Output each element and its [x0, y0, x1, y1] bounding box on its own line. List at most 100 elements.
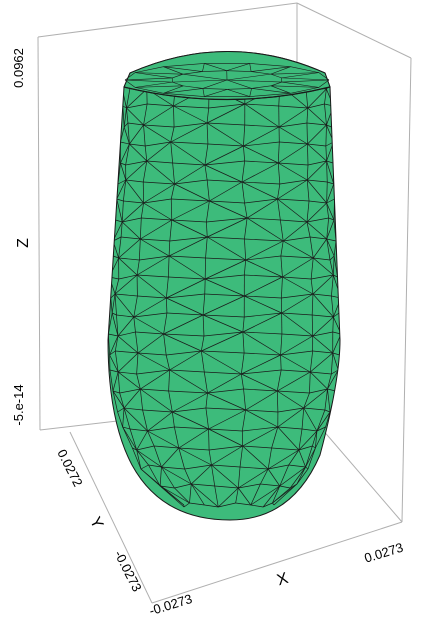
mesh-edge [306, 202, 327, 223]
mesh-edge [270, 72, 319, 75]
mesh-edge [133, 297, 167, 318]
mesh-edge [303, 388, 328, 409]
mesh-top-rim [123, 86, 331, 101]
mesh-edge [125, 143, 130, 166]
mesh-edge [242, 331, 281, 356]
mesh-edge [331, 274, 334, 297]
mesh-edge [174, 179, 208, 185]
mesh-edge [204, 145, 244, 166]
mesh-edge [310, 371, 332, 375]
mesh-edge [170, 141, 206, 166]
mesh-edge [202, 295, 245, 316]
mesh-edge [244, 202, 248, 219]
mesh-edge [267, 447, 272, 470]
mesh-edge [204, 371, 242, 375]
mesh-edge [140, 238, 170, 242]
mesh-edge [163, 63, 205, 68]
mesh-edge [202, 88, 205, 97]
mesh-edge [245, 409, 278, 413]
mesh-edge [298, 428, 303, 451]
mesh-edge [117, 162, 121, 185]
mesh-edge [226, 79, 282, 83]
mesh-edge [279, 219, 284, 242]
mesh-edge [163, 66, 184, 75]
mesh-edge [202, 88, 228, 90]
mesh-edge [136, 373, 141, 390]
mesh-edge [306, 179, 327, 204]
mesh-edge [170, 198, 173, 221]
mesh-edge [281, 293, 314, 314]
mesh-edge [241, 373, 278, 392]
mesh-edge [117, 411, 123, 428]
mesh-edge [307, 103, 325, 109]
mesh-edge [153, 445, 162, 468]
mesh-edge [245, 255, 281, 261]
mesh-edge [312, 350, 333, 354]
mesh-edge [202, 293, 206, 316]
mesh-edge [123, 107, 127, 128]
y-axis-label: Y [86, 514, 106, 532]
mesh-edge [202, 314, 243, 333]
mesh-edge [326, 160, 328, 183]
mesh-edge [209, 181, 243, 202]
mesh-edge [120, 143, 130, 164]
mesh-edge [121, 202, 144, 223]
mesh-edge [251, 66, 291, 72]
mesh-edge [208, 449, 212, 466]
mesh-edge [142, 409, 148, 432]
mesh-edge [145, 141, 171, 147]
mesh-edge [203, 331, 243, 337]
mesh-edge [123, 200, 144, 204]
mesh-edge [137, 333, 164, 354]
mesh-edge [120, 162, 126, 166]
mesh-edge [114, 350, 119, 373]
mesh-edge [163, 333, 167, 356]
mesh-edge [147, 426, 175, 432]
mesh-edge [327, 373, 332, 390]
mesh-edge [326, 183, 335, 204]
mesh-edge [122, 426, 133, 449]
mesh-edge [270, 81, 282, 87]
mesh-edge [112, 390, 118, 413]
mesh-edge [140, 202, 144, 219]
mesh-edge [250, 504, 264, 508]
mesh-edge [170, 141, 173, 164]
mesh-edge [126, 103, 148, 109]
mesh-edge [121, 236, 141, 240]
mesh-edge [268, 464, 289, 470]
mesh-edge [329, 255, 335, 261]
mesh-edge [307, 143, 327, 162]
mesh-edge [243, 124, 246, 147]
mesh-edge [205, 259, 246, 280]
mesh-edge [277, 198, 310, 202]
mesh-edge [306, 221, 327, 240]
mesh-edge [125, 160, 148, 181]
mesh-edge [184, 468, 192, 485]
mesh-edge [119, 392, 125, 409]
mesh-edge [245, 409, 278, 428]
mesh-edge [172, 162, 175, 185]
mesh-edge [312, 293, 334, 318]
mesh-edge [235, 502, 251, 506]
mesh-edge [331, 369, 339, 375]
mesh-edge [207, 388, 244, 394]
mesh-edge [270, 85, 291, 94]
mesh-edge [237, 487, 252, 506]
mesh-edge [276, 369, 282, 392]
mesh-edge [110, 297, 113, 314]
mesh-edge [262, 502, 273, 508]
mesh-edge [143, 124, 175, 128]
mesh-edge [129, 143, 148, 162]
mesh-edge [178, 447, 210, 451]
mesh-edge [203, 371, 208, 394]
mesh-edge [132, 447, 137, 451]
mesh-edge [114, 293, 117, 316]
mesh-edge [310, 278, 314, 295]
mesh-edge [244, 198, 278, 204]
mesh-edge [251, 85, 272, 89]
mesh-edge [332, 331, 340, 335]
mesh-edge [243, 388, 278, 392]
mesh-edge [277, 407, 304, 413]
mesh-edge [143, 183, 175, 204]
